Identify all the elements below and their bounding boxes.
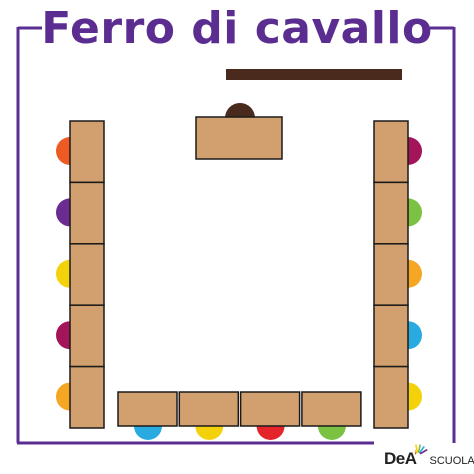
right-seat-5 <box>373 365 423 429</box>
teacher-figure <box>225 103 255 118</box>
student-desk <box>301 391 362 427</box>
student-desk <box>69 120 105 184</box>
student-figure <box>317 426 346 441</box>
page-title: Ferro di cavallo <box>41 3 433 54</box>
right-seat-1 <box>373 120 422 184</box>
student-figure <box>408 198 423 227</box>
student-figure <box>408 259 423 288</box>
logo-mark: DeA <box>384 449 417 468</box>
teacher-station <box>195 103 283 160</box>
student-figure <box>56 321 70 350</box>
student-desk <box>69 365 105 429</box>
logo-ray <box>417 444 421 453</box>
student-figure <box>56 137 70 165</box>
student-desk <box>178 391 240 427</box>
left-seat-3 <box>56 243 105 306</box>
classroom-frame <box>16 26 456 445</box>
student-desk <box>117 391 178 427</box>
bottom-seat-3 <box>239 391 301 441</box>
bottom-seat-4 <box>301 391 362 441</box>
student-figure <box>195 426 224 441</box>
student-figure <box>56 259 70 288</box>
logo-burst-icon <box>408 444 427 455</box>
bottom-seat-1 <box>117 391 178 440</box>
right-seat-2 <box>373 181 423 245</box>
left-seat-2 <box>56 181 105 245</box>
logo-word: SCUOLA <box>429 455 474 467</box>
student-desk <box>373 243 409 306</box>
student-figure <box>56 198 70 227</box>
right-seat-3 <box>373 243 423 306</box>
student-desk <box>373 181 409 245</box>
student-desk <box>69 181 105 245</box>
logo-ray <box>414 444 418 453</box>
student-desk <box>373 365 409 429</box>
student-figure <box>408 137 422 165</box>
student-figure <box>56 382 70 411</box>
left-seat-1 <box>56 120 105 184</box>
student-seats <box>56 120 423 441</box>
student-figure <box>408 382 423 411</box>
right-seat-4 <box>373 304 423 368</box>
left-seat-5 <box>56 365 105 429</box>
logo-ray <box>419 449 427 455</box>
teacher-desk <box>195 116 283 160</box>
bottom-seat-2 <box>178 391 240 441</box>
left-seat-4 <box>56 304 105 368</box>
student-figure <box>256 426 285 441</box>
student-desk <box>69 243 105 306</box>
blackboard <box>226 69 402 80</box>
student-desk <box>373 304 409 368</box>
student-figure <box>134 426 162 440</box>
student-figure <box>408 321 423 350</box>
logo-ray <box>418 446 425 454</box>
student-desk <box>239 391 301 427</box>
dea-scuola-logo: DeA SCUOLA <box>384 444 474 468</box>
student-desk <box>373 120 409 184</box>
student-desk <box>69 304 105 368</box>
